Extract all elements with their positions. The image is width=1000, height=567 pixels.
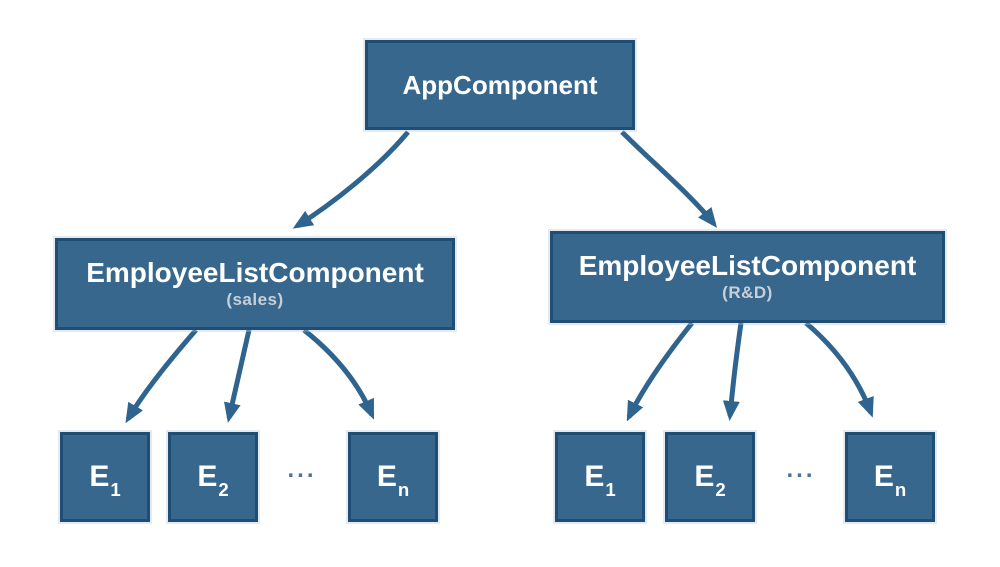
rnd-employee-n-label: En [873,460,907,500]
arrow-root-to-sales [292,130,410,229]
sales-employee-n-label: En [376,460,410,500]
sales-ellipsis: ... [287,456,317,483]
employee-list-rnd-node: EmployeeListComponent (R&D) [550,231,945,323]
sales-employee-1-label: E1 [89,460,121,500]
arrow-sales-to-e1 [125,328,198,424]
arrow-root-to-rnd [620,130,718,228]
employee-list-sales-label: EmployeeListComponent [86,257,424,289]
sales-employee-2-label: E2 [197,460,229,500]
rnd-employee-1-label: E1 [584,460,616,500]
rnd-employee-n-node: En [845,432,935,522]
rnd-ellipsis: ... [786,456,816,483]
arrow-rnd-to-e1 [626,321,694,422]
employee-list-sales-sublabel: (sales) [226,290,284,310]
arrow-rnd-to-e2 [722,322,744,421]
arrow-sales-to-e2 [224,329,252,423]
sales-employee-1-node: E1 [60,432,150,522]
employee-list-rnd-label: EmployeeListComponent [578,250,917,282]
app-component-node: AppComponent [365,40,635,130]
app-component-label: AppComponent [402,69,598,100]
employee-list-rnd-sublabel: (R&D) [722,283,773,303]
arrow-sales-to-en [302,328,375,420]
rnd-employee-2-label: E2 [694,460,726,500]
arrow-rnd-to-en [804,321,874,418]
rnd-employee-1-node: E1 [555,432,645,522]
sales-employee-n-node: En [348,432,438,522]
employee-list-sales-node: EmployeeListComponent (sales) [55,238,455,330]
rnd-employee-2-node: E2 [665,432,755,522]
sales-employee-2-node: E2 [168,432,258,522]
